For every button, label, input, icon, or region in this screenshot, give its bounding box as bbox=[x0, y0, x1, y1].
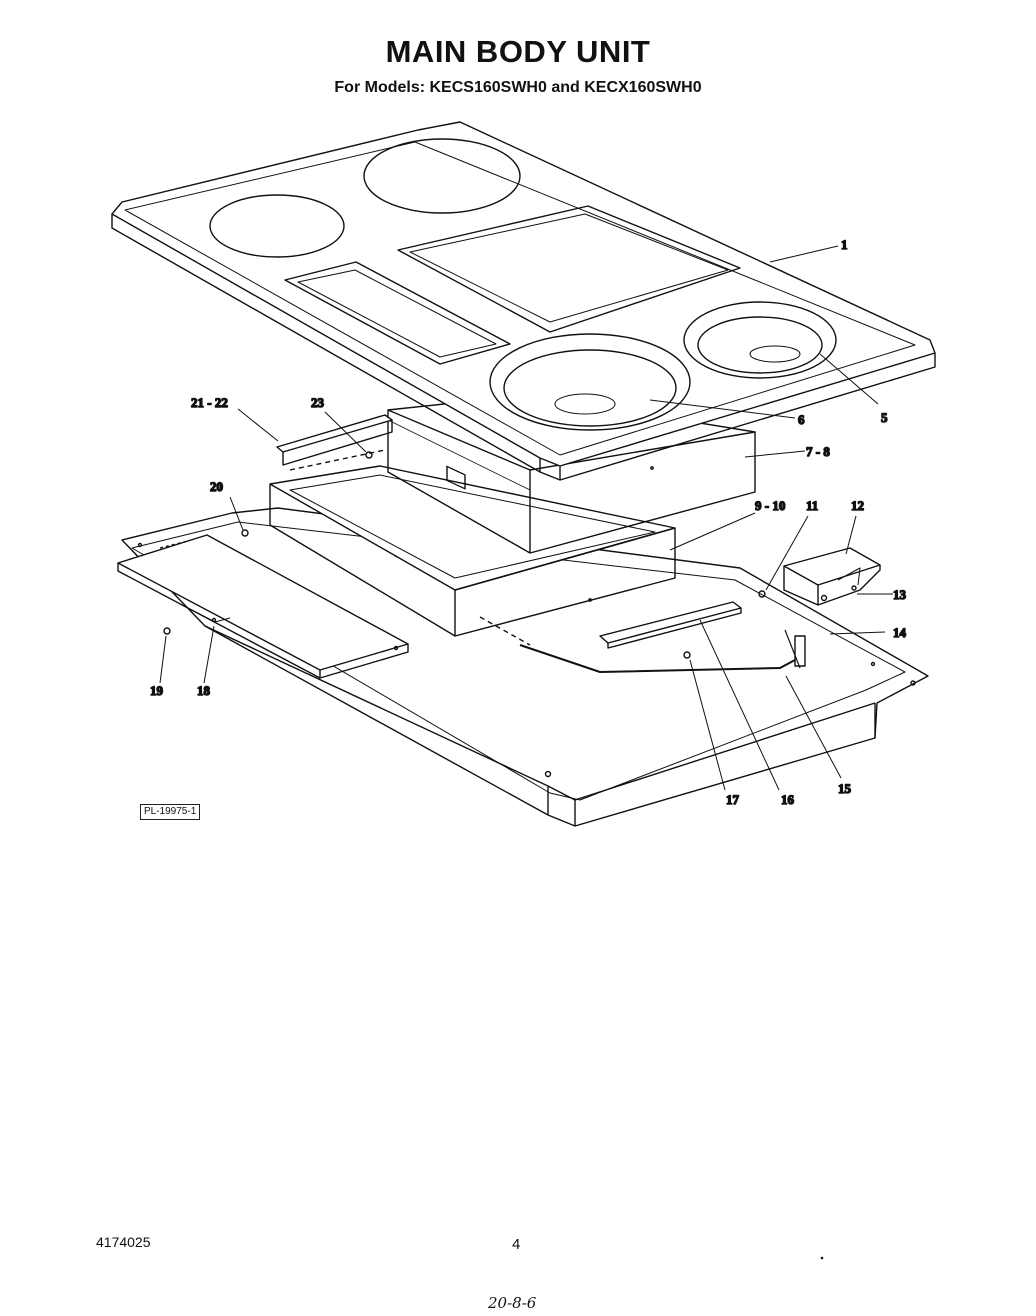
callout-6: 6 bbox=[798, 412, 805, 427]
page-number: 4 bbox=[512, 1236, 521, 1253]
callout-9-10: 9 - 10 bbox=[755, 498, 785, 513]
callout-17: 17 bbox=[726, 792, 740, 807]
callout-16: 16 bbox=[781, 792, 795, 807]
front-rail bbox=[117, 534, 409, 679]
callout-20: 20 bbox=[210, 479, 223, 494]
callout-labels: 1 5 6 7 - 8 9 - 10 11 12 13 14 15 16 17 … bbox=[149, 236, 907, 807]
screw-part-19 bbox=[163, 627, 171, 635]
figure-reference-code: PL-19975-1 bbox=[140, 804, 201, 820]
callout-1: 1 bbox=[841, 237, 848, 252]
page-title: MAIN BODY UNIT bbox=[385, 34, 651, 69]
cooktop-top bbox=[111, 121, 936, 481]
callout-21-22: 21 - 22 bbox=[191, 395, 228, 410]
screw-part-17 bbox=[683, 651, 691, 659]
leader-lines bbox=[159, 245, 893, 791]
callout-13: 13 bbox=[893, 587, 907, 602]
assembly-line bbox=[289, 449, 386, 471]
callout-12: 12 bbox=[851, 498, 864, 513]
callout-5: 5 bbox=[881, 410, 888, 425]
callout-14: 14 bbox=[893, 625, 907, 640]
callout-11: 11 bbox=[806, 498, 818, 513]
screw-part-11 bbox=[758, 590, 766, 598]
screw-part-23 bbox=[365, 451, 373, 459]
document-number: 4174025 bbox=[96, 1234, 151, 1250]
page-subtitle: For Models: KECS160SWH0 and KECX160SWH0 bbox=[334, 79, 702, 96]
side-rail bbox=[276, 414, 393, 466]
screw-part-20 bbox=[241, 529, 249, 537]
stray-mark bbox=[820, 1256, 824, 1260]
callout-15: 15 bbox=[838, 781, 852, 796]
callout-19: 19 bbox=[150, 683, 164, 698]
frame-box bbox=[269, 465, 676, 637]
callout-18: 18 bbox=[197, 683, 211, 698]
callout-7-8: 7 - 8 bbox=[806, 444, 830, 459]
mounting-bracket bbox=[783, 547, 881, 606]
callout-23: 23 bbox=[311, 395, 325, 410]
bracket-strip bbox=[599, 601, 742, 649]
handwritten-note: 20-8-6 bbox=[488, 1294, 537, 1312]
